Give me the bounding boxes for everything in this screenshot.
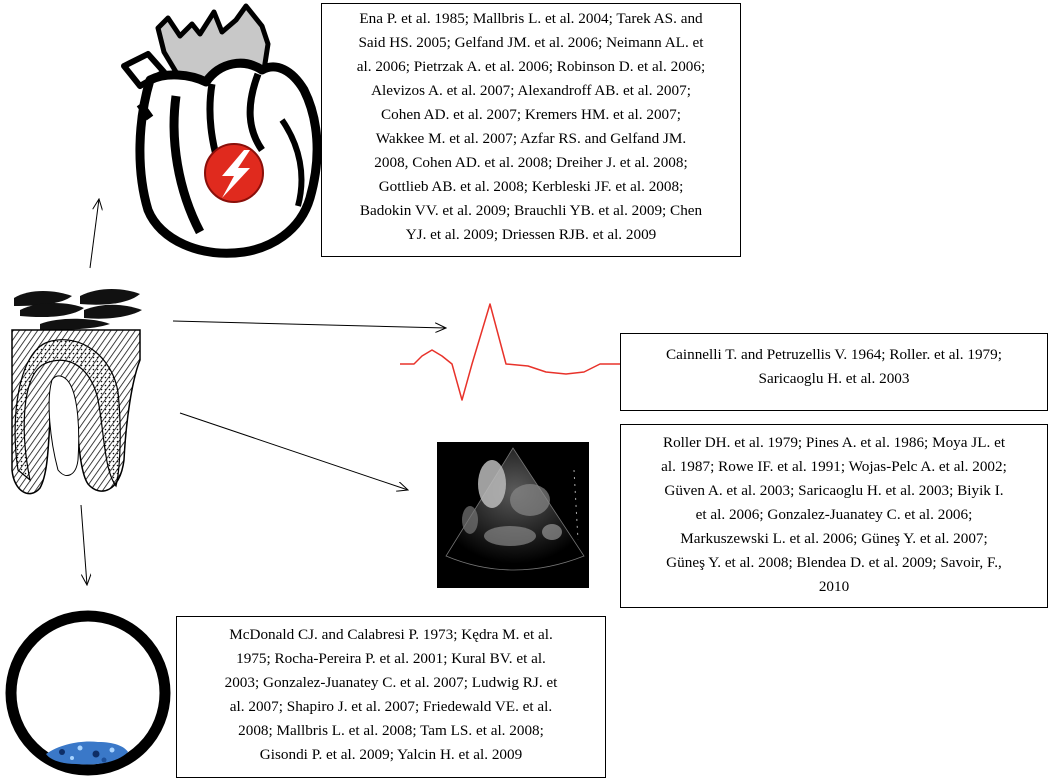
heart-illustration [122, 0, 319, 262]
arrow-to-heart [90, 199, 99, 268]
ecg-trace [398, 292, 620, 410]
ecg-references-box: Cainnelli T. and Petruzellis V. 1964; Ro… [620, 333, 1048, 411]
arrow-to-vessel [81, 505, 87, 585]
echocardiography-references-box: Roller DH. et al. 1979; Pines A. et al. … [620, 424, 1048, 608]
cardiovascular-references-box: Ena P. et al. 1985; Mallbris L. et al. 2… [321, 3, 741, 257]
psoriatic-skin-illustration [12, 289, 142, 494]
vascular-references-box: McDonald CJ. and Calabresi P. 1973; Kędr… [176, 616, 606, 778]
arrow-to-echo [180, 413, 408, 490]
vessel-cross-section [11, 616, 165, 770]
echocardiogram-image [437, 442, 589, 588]
